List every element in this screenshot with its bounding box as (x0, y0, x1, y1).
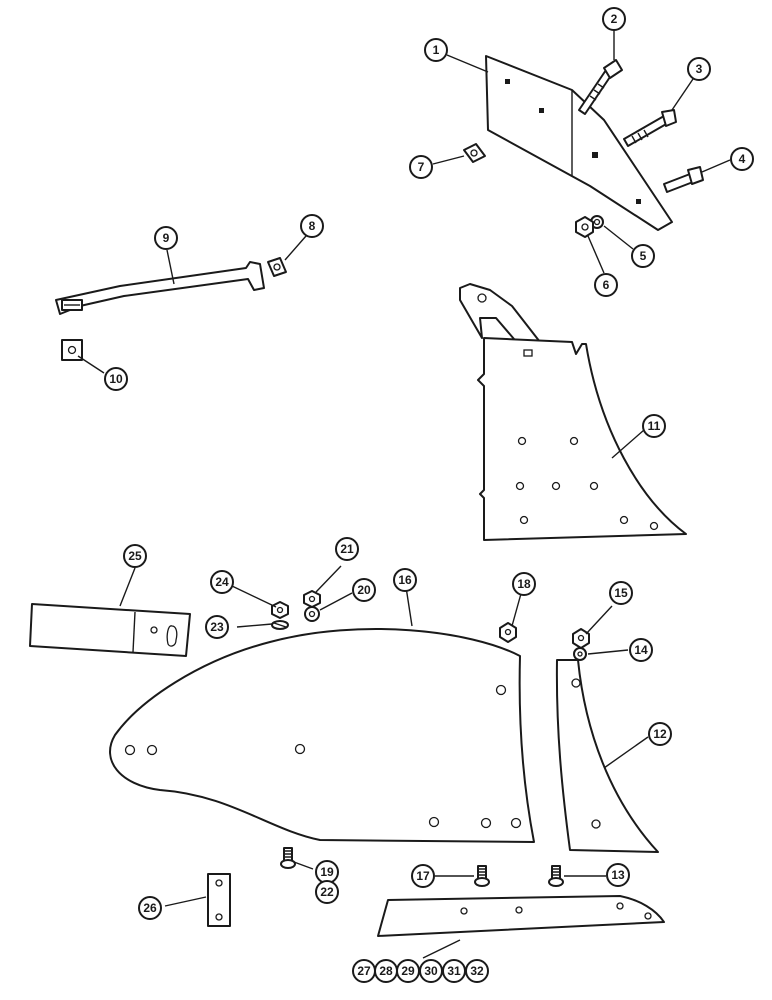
svg-text:11: 11 (648, 419, 661, 433)
svg-text:16: 16 (398, 573, 412, 587)
callout-30: 30 (419, 959, 443, 983)
svg-text:4: 4 (739, 152, 746, 166)
callout-28: 28 (374, 959, 398, 983)
svg-text:5: 5 (640, 249, 647, 263)
callout-4: 4 (730, 147, 754, 171)
part-1-shin-plate (485, 55, 673, 231)
part-3-bolt (623, 109, 677, 147)
part-21-nut (303, 590, 321, 608)
svg-text:17: 17 (416, 869, 430, 883)
part-18-nut (499, 622, 517, 643)
callout-11: 11 (642, 414, 666, 438)
svg-text:9: 9 (163, 231, 170, 245)
callout-10: 10 (104, 367, 128, 391)
callout-13: 13 (606, 863, 630, 887)
part-11-frog (459, 283, 687, 541)
callout-27: 27 (352, 959, 376, 983)
callout-17: 17 (411, 864, 435, 888)
part-24-nut (271, 601, 289, 619)
callout-26: 26 (138, 896, 162, 920)
part-26-strap (207, 873, 231, 927)
part-23-lockwasher (271, 620, 289, 630)
svg-text:6: 6 (603, 278, 610, 292)
svg-text:18: 18 (517, 577, 531, 591)
svg-text:24: 24 (215, 575, 229, 589)
svg-text:12: 12 (653, 727, 667, 741)
svg-text:21: 21 (340, 542, 354, 556)
svg-text:1: 1 (433, 43, 440, 57)
callout-20: 20 (352, 578, 376, 602)
callout-19: 19 (315, 860, 339, 884)
part-17-bolt (474, 865, 490, 887)
svg-text:15: 15 (614, 586, 628, 600)
part-7-square-washer (463, 143, 486, 163)
callout-32: 32 (465, 959, 489, 983)
callout-16: 16 (393, 568, 417, 592)
svg-text:2: 2 (611, 12, 618, 26)
part-27-32-share (377, 895, 665, 937)
part-25-plate (29, 603, 191, 657)
callout-14: 14 (629, 638, 653, 662)
svg-text:10: 10 (109, 372, 123, 386)
part-15-nut (572, 628, 590, 649)
svg-text:22: 22 (320, 885, 334, 899)
svg-text:25: 25 (128, 549, 142, 563)
leader-lines (77, 30, 731, 959)
callout-2: 2 (602, 7, 626, 31)
svg-text:7: 7 (418, 160, 425, 174)
svg-text:3: 3 (696, 62, 703, 76)
callout-23: 23 (205, 615, 229, 639)
callout-7: 7 (409, 155, 433, 179)
callout-29: 29 (396, 959, 420, 983)
part-12-extension (555, 659, 659, 853)
svg-text:26: 26 (143, 901, 157, 915)
part-9-brace (55, 261, 265, 315)
svg-text:32: 32 (470, 964, 484, 978)
svg-text:28: 28 (379, 964, 393, 978)
part-20-washer (304, 606, 320, 622)
svg-text:23: 23 (210, 620, 224, 634)
part-13-bolt (548, 865, 564, 887)
svg-text:20: 20 (357, 583, 371, 597)
part-16-moldboard (109, 628, 535, 843)
svg-text:8: 8 (309, 219, 316, 233)
part-8-square-washer (267, 257, 287, 277)
callout-8: 8 (300, 214, 324, 238)
callout-3: 3 (687, 57, 711, 81)
callout-25: 25 (123, 544, 147, 568)
callout-18: 18 (512, 572, 536, 596)
svg-text:31: 31 (447, 964, 461, 978)
part-10-square-nut (61, 339, 83, 361)
callout-21: 21 (335, 537, 359, 561)
callout-24: 24 (210, 570, 234, 594)
callout-31: 31 (442, 959, 466, 983)
part-4-bolt (663, 166, 704, 193)
part-2-bolt (578, 59, 623, 115)
svg-text:13: 13 (611, 868, 625, 882)
callout-1: 1 (424, 38, 448, 62)
callout-6: 6 (594, 273, 618, 297)
callout-9: 9 (154, 226, 178, 250)
part-14-washer (573, 647, 587, 661)
callout-15: 15 (609, 581, 633, 605)
callout-5: 5 (631, 244, 655, 268)
part-19-bolt (280, 847, 296, 869)
svg-text:29: 29 (401, 964, 415, 978)
svg-text:14: 14 (634, 643, 648, 657)
svg-text:30: 30 (424, 964, 438, 978)
svg-text:27: 27 (357, 964, 371, 978)
callout-12: 12 (648, 722, 672, 746)
svg-text:19: 19 (320, 865, 334, 879)
part-6-nut (575, 216, 594, 238)
callout-22: 22 (315, 880, 339, 904)
